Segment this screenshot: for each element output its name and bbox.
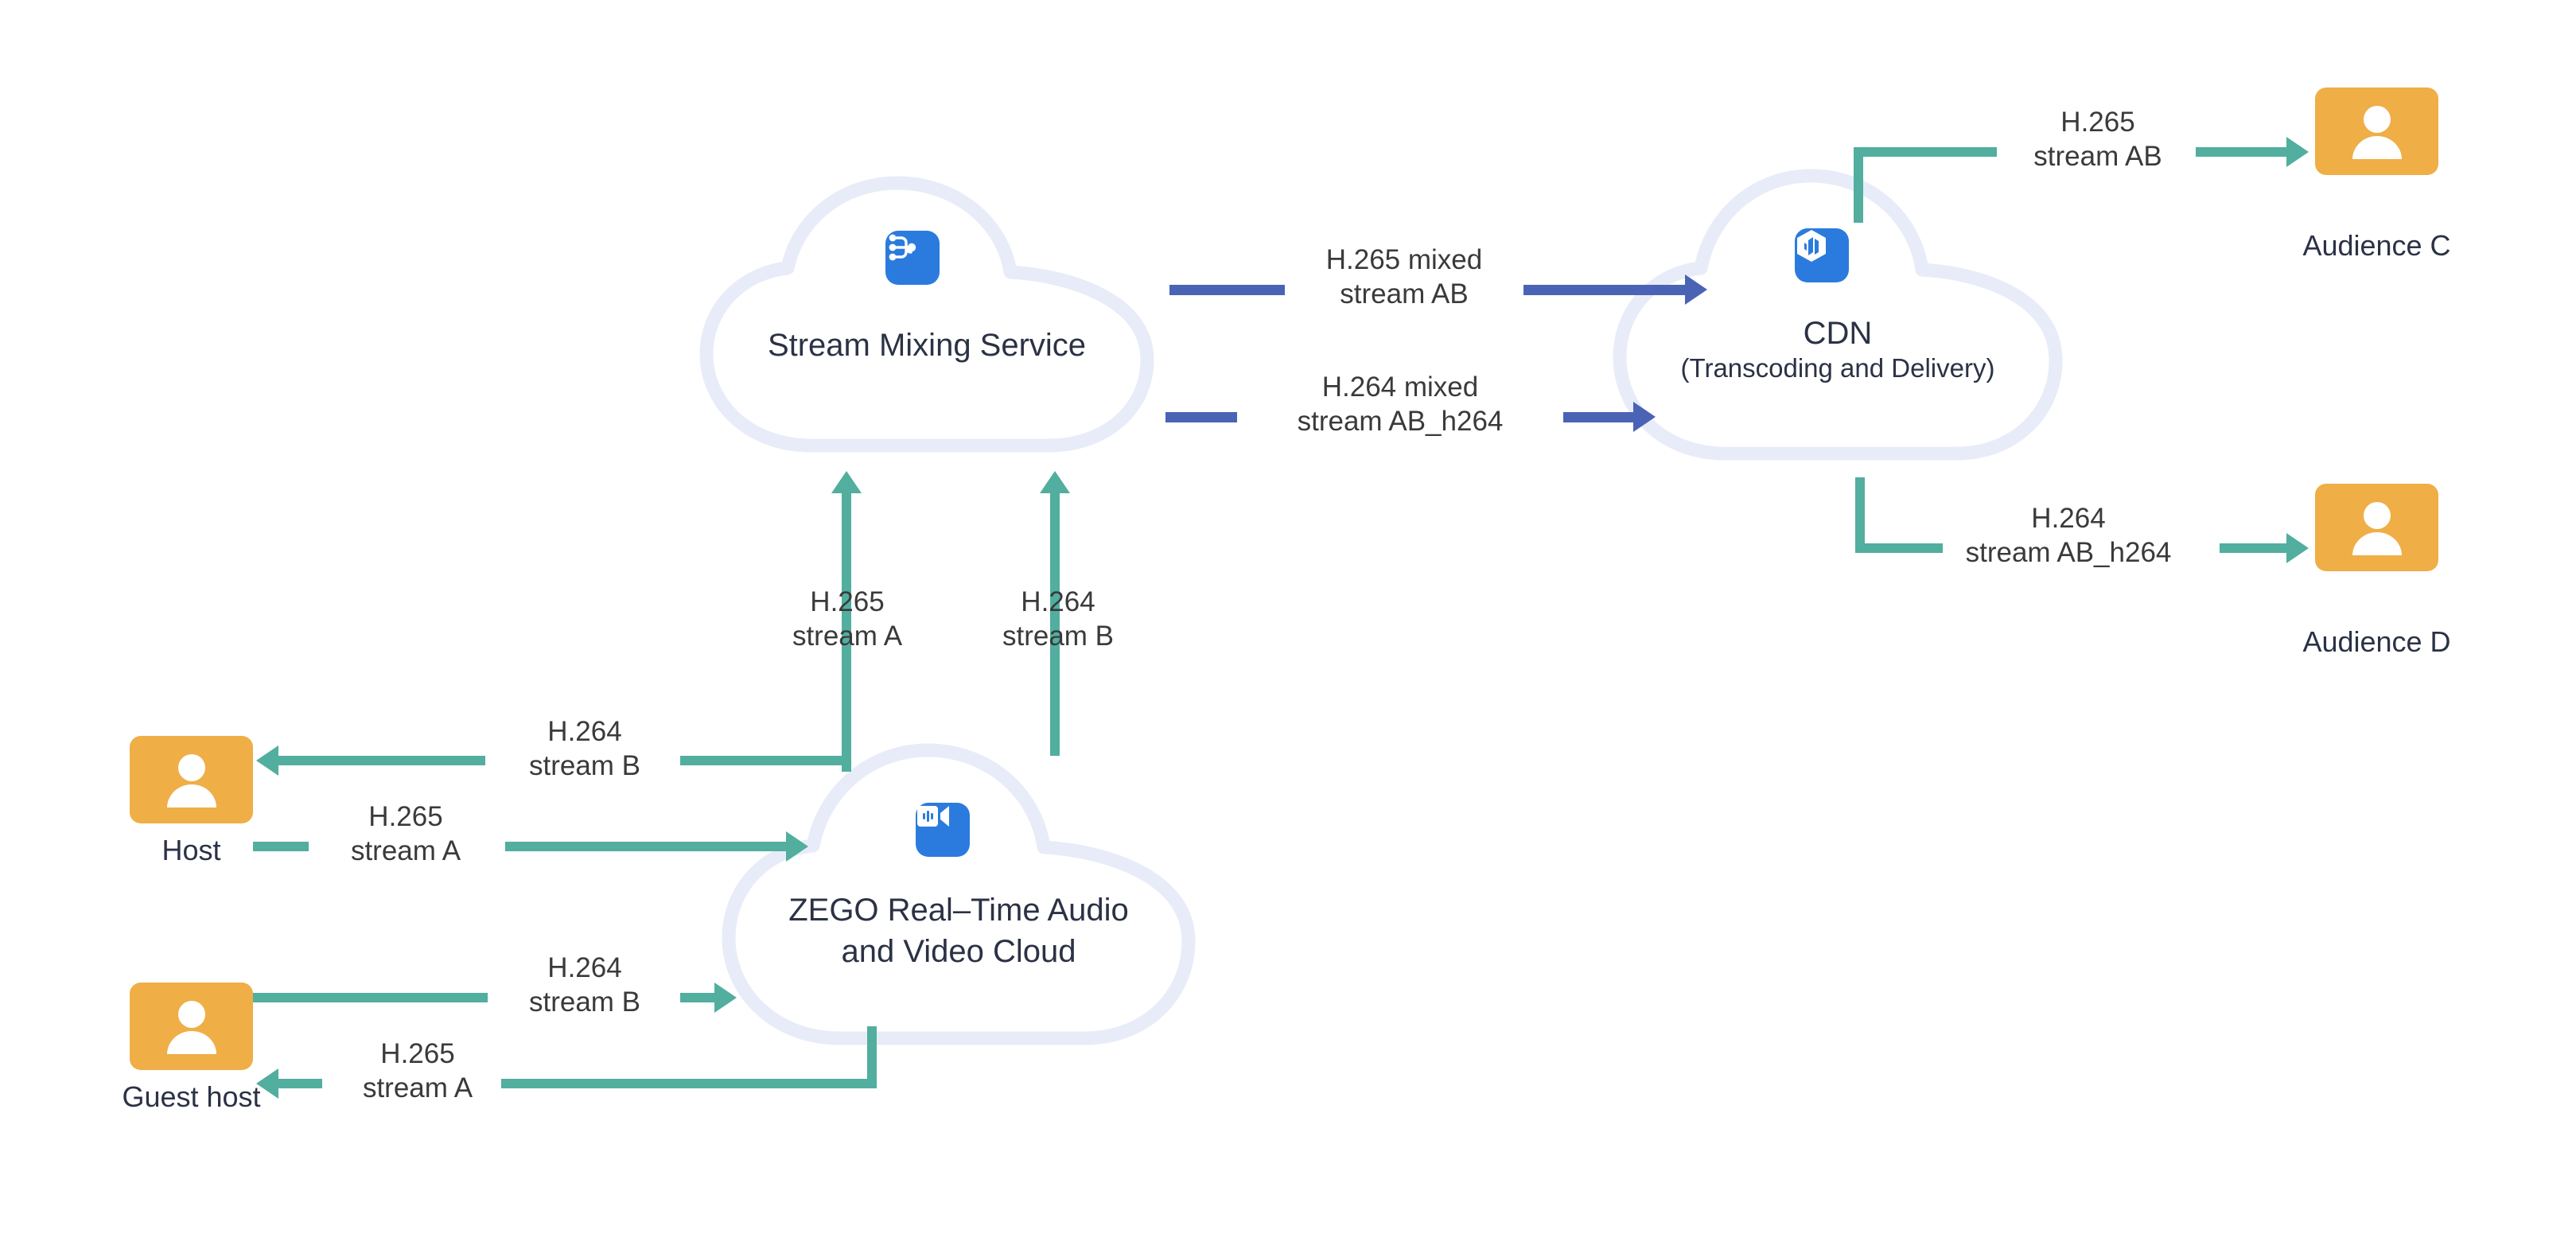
node-zego-cloud[interactable]: ZEGO Real–Time Audio and Video Cloud	[716, 743, 1201, 1046]
edge-guest-play-vertical	[867, 1026, 877, 1088]
edge-mix-in-a-arrowhead	[831, 471, 862, 493]
edge-cdn-audience-d-horizontal-left	[1855, 543, 1943, 553]
user-icon	[166, 754, 216, 808]
edge-mix-out-h264-arrowhead	[1633, 402, 1656, 432]
stream-mixing-icon	[885, 231, 940, 285]
edge-guest-publish-arrowhead	[714, 983, 737, 1013]
edge-cdn-audience-c-vertical	[1854, 147, 1863, 223]
edge-cdn-audience-c-label: H.265 stream AB	[2033, 107, 2162, 173]
edge-cdn-audience-d-arrowhead	[2286, 533, 2309, 563]
edge-guest-play-label: H.265 stream A	[362, 1038, 473, 1104]
edge-guest-publish-horizontal-right	[680, 993, 716, 1002]
edge-guest-play-horizontal-right	[501, 1079, 877, 1088]
edge-mix-in-a-vertical	[842, 493, 851, 772]
edge-mix-out-h264-stub-right	[1563, 412, 1635, 422]
edge-mix-in-b-vertical	[1050, 493, 1060, 756]
video-camera-glyph	[917, 806, 949, 827]
cloud-shape	[722, 743, 1196, 1045]
edge-host-play-label: H.264 stream B	[528, 716, 641, 782]
edge-cdn-audience-c-horizontal-left	[1854, 147, 1997, 157]
edge-mix-out-h264-stub-left	[1165, 412, 1237, 422]
cdn-cube-glyph	[1797, 230, 1826, 262]
stream-mixing-glyph	[889, 234, 916, 261]
node-audience-d[interactable]	[2315, 484, 2438, 571]
edge-guest-play-horizontal-left	[278, 1079, 322, 1088]
edge-mix-out-h264-label: H.264 mixed stream AB_h264	[1297, 372, 1504, 438]
edge-mix-out-h265-stub-left	[1169, 285, 1285, 295]
host-label: Host	[161, 834, 221, 866]
edge-cdn-audience-d-label: H.264 stream AB_h264	[1965, 503, 2172, 569]
edge-mix-out-h265-stub-right	[1523, 285, 1687, 295]
edge-cdn-audience-c-horizontal-right	[2196, 147, 2287, 157]
edge-host-publish-arrowhead	[786, 831, 808, 862]
cdn-cube-icon	[1795, 228, 1849, 282]
user-icon	[166, 1001, 216, 1054]
node-cdn[interactable]: CDN (Transcoding and Delivery)	[1607, 169, 2068, 461]
edge-host-play-arrowhead	[256, 745, 278, 776]
edge-cdn-audience-d-vertical	[1855, 477, 1865, 553]
edge-mix-in-b-label: H.264 stream B	[1002, 586, 1115, 652]
user-icon	[2352, 106, 2402, 159]
edge-cdn-audience-d-horizontal-right	[2220, 543, 2287, 553]
edge-guest-publish-horizontal-left	[253, 993, 488, 1002]
edge-guest-publish-label: H.264 stream B	[528, 952, 641, 1018]
node-stream-mixing-service[interactable]: Stream Mixing Service	[692, 176, 1162, 453]
node-guest-host[interactable]	[130, 983, 253, 1070]
guest-host-label: Guest host	[122, 1080, 261, 1113]
node-audience-c[interactable]	[2315, 88, 2438, 175]
edge-cdn-audience-c-arrowhead	[2286, 137, 2309, 167]
edge-mix-out-h265-label: H.265 mixed stream AB	[1325, 244, 1483, 310]
cloud-shape	[1613, 169, 2063, 461]
edge-host-play-horizontal-left	[278, 756, 485, 765]
edge-mix-in-b-arrowhead	[1040, 471, 1070, 493]
edge-mix-out-h265-arrowhead	[1685, 274, 1707, 305]
edge-guest-play-arrowhead	[256, 1068, 278, 1099]
video-camera-icon	[916, 803, 970, 857]
edge-host-publish-horizontal-right	[505, 842, 788, 851]
edge-host-play-horizontal-right	[680, 756, 847, 765]
cloud-shape	[699, 176, 1154, 453]
edge-host-publish-horizontal-left	[253, 842, 309, 851]
audience-d-label: Audience D	[2302, 625, 2451, 658]
edge-mix-in-a-label: H.265 stream A	[792, 586, 903, 652]
audience-c-label: Audience C	[2302, 229, 2451, 262]
node-host[interactable]	[130, 736, 253, 823]
user-icon	[2352, 502, 2402, 555]
edge-host-publish-label: H.265 stream A	[350, 801, 461, 867]
